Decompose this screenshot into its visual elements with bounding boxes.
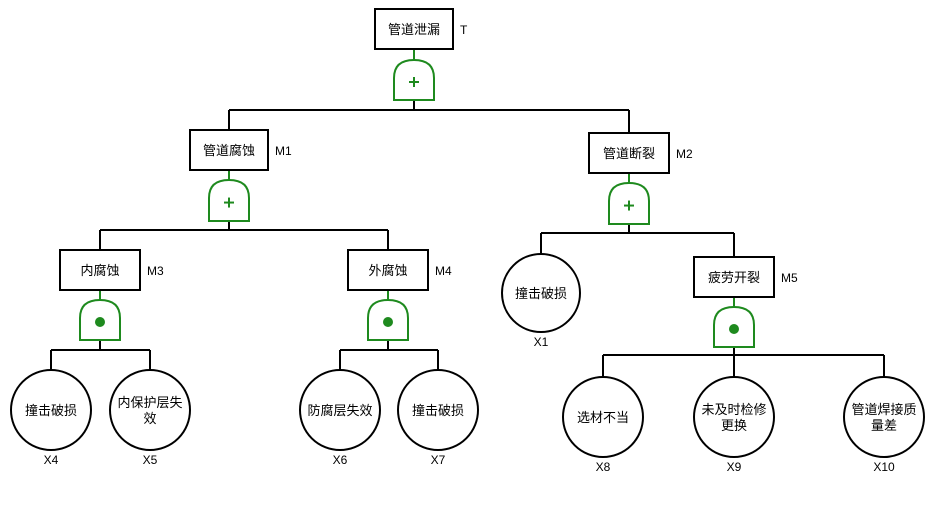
event-box: [374, 8, 454, 50]
connector-lines: [50, 100, 885, 377]
event-circle: [397, 369, 479, 451]
dot-icon: [95, 317, 105, 327]
event-nodes: 管道泄漏 T 管道腐蚀 M1 管道断裂 M2 内腐蚀 M3 外腐蚀 M4 撞击破损 X1 疲劳开裂 M5 撞…: [10, 8, 925, 474]
event-id-tag: T: [460, 23, 468, 37]
event-label: 撞击破损: [25, 404, 77, 419]
event-id-tag: X10: [873, 460, 895, 474]
event-label: 防腐层失效: [307, 403, 372, 419]
event-id-tag: M1: [275, 144, 292, 158]
event-box: [693, 256, 775, 298]
basic-event-x4[interactable]: 撞击破损 X4: [10, 369, 92, 467]
event-circle: [109, 369, 191, 451]
event-circle: [843, 376, 925, 458]
dot-icon: [383, 317, 393, 327]
event-id-tag: X8: [596, 460, 611, 474]
logic-gates: [79, 49, 755, 348]
dot-icon: [729, 324, 739, 334]
event-label: 撞击破损: [515, 287, 567, 302]
event-id-tag: M2: [676, 147, 693, 161]
event-box: [189, 129, 269, 171]
event-id-tag: X7: [431, 453, 446, 467]
intermediate-event-m3[interactable]: 内腐蚀 M3: [59, 249, 164, 291]
event-circle: [501, 253, 581, 333]
event-circle: [562, 376, 644, 458]
event-label: 撞击破损: [412, 404, 464, 419]
event-label: 管道泄漏: [388, 22, 440, 38]
intermediate-event-m2[interactable]: 管道断裂 M2: [588, 132, 693, 174]
intermediate-event-t[interactable]: 管道泄漏 T: [374, 8, 468, 50]
event-id-tag: M4: [435, 264, 452, 278]
event-id-tag: X9: [727, 460, 742, 474]
basic-event-x6[interactable]: 防腐层失效 X6: [299, 369, 381, 467]
event-id-tag: X6: [333, 453, 348, 467]
event-label: 内腐蚀: [80, 263, 119, 279]
event-label: 选材不当: [577, 411, 629, 426]
event-circle: [299, 369, 381, 451]
intermediate-event-m1[interactable]: 管道腐蚀 M1: [189, 129, 292, 171]
event-id-tag: M5: [781, 271, 798, 285]
event-label: 外腐蚀: [368, 264, 407, 279]
basic-event-x8[interactable]: 选材不当 X8: [562, 376, 644, 474]
event-label: 量差: [871, 419, 897, 434]
event-box: [347, 249, 429, 291]
event-id-tag: M3: [147, 264, 164, 278]
event-label: 管道断裂: [603, 147, 655, 162]
event-id-tag: X1: [534, 335, 549, 349]
intermediate-event-m5[interactable]: 疲劳开裂 M5: [693, 256, 798, 298]
event-id-tag: X5: [143, 453, 158, 467]
event-circle: [10, 369, 92, 451]
basic-event-x7[interactable]: 撞击破损 X7: [397, 369, 479, 467]
event-label: 内保护层失: [117, 395, 182, 411]
event-label: 管道焊接质: [851, 402, 916, 418]
intermediate-event-m4[interactable]: 外腐蚀 M4: [347, 249, 452, 291]
event-label: 未及时检修: [701, 403, 766, 418]
basic-event-x1[interactable]: 撞击破损 X1: [501, 253, 581, 349]
event-label: 管道腐蚀: [203, 144, 255, 159]
event-circle: [693, 376, 775, 458]
event-box: [588, 132, 670, 174]
event-label: 效: [143, 412, 156, 427]
event-box: [59, 249, 141, 291]
event-label: 疲劳开裂: [708, 270, 760, 286]
event-id-tag: X4: [44, 453, 59, 467]
event-label: 更换: [721, 419, 747, 434]
